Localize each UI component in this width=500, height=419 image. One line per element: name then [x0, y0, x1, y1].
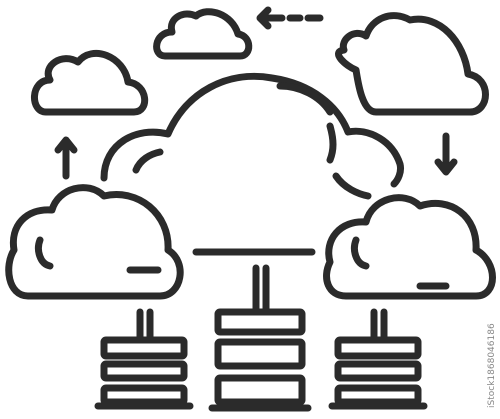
cloud-center-inner-dashes: [132, 82, 372, 200]
arrow-up-icon: [54, 136, 78, 180]
server-stack-right-icon: [328, 336, 428, 410]
cloud-top-right-icon: [335, 12, 489, 116]
cloud-bottom-left-icon: [5, 184, 184, 300]
connector-right: [370, 308, 388, 344]
cloud-bottom-left-inner: [34, 236, 162, 274]
cloud-center-icon: [100, 72, 404, 256]
connector-center: [252, 264, 270, 316]
small-cloud-top-icon: [153, 8, 253, 60]
cloud-bottom-right-inner: [350, 236, 450, 290]
arrow-down-icon: [434, 132, 458, 176]
cloud-top-left-icon: [31, 49, 149, 116]
cloud-bottom-right-icon: [323, 194, 496, 300]
watermark-vertical: iStock1868046186: [487, 323, 497, 408]
server-stack-left-icon: [94, 336, 194, 410]
arrow-left-icon: [256, 6, 324, 30]
server-stack-center-icon: [208, 308, 312, 412]
watermark-text: iStock1868046186: [487, 323, 497, 408]
connector-left: [136, 308, 154, 344]
